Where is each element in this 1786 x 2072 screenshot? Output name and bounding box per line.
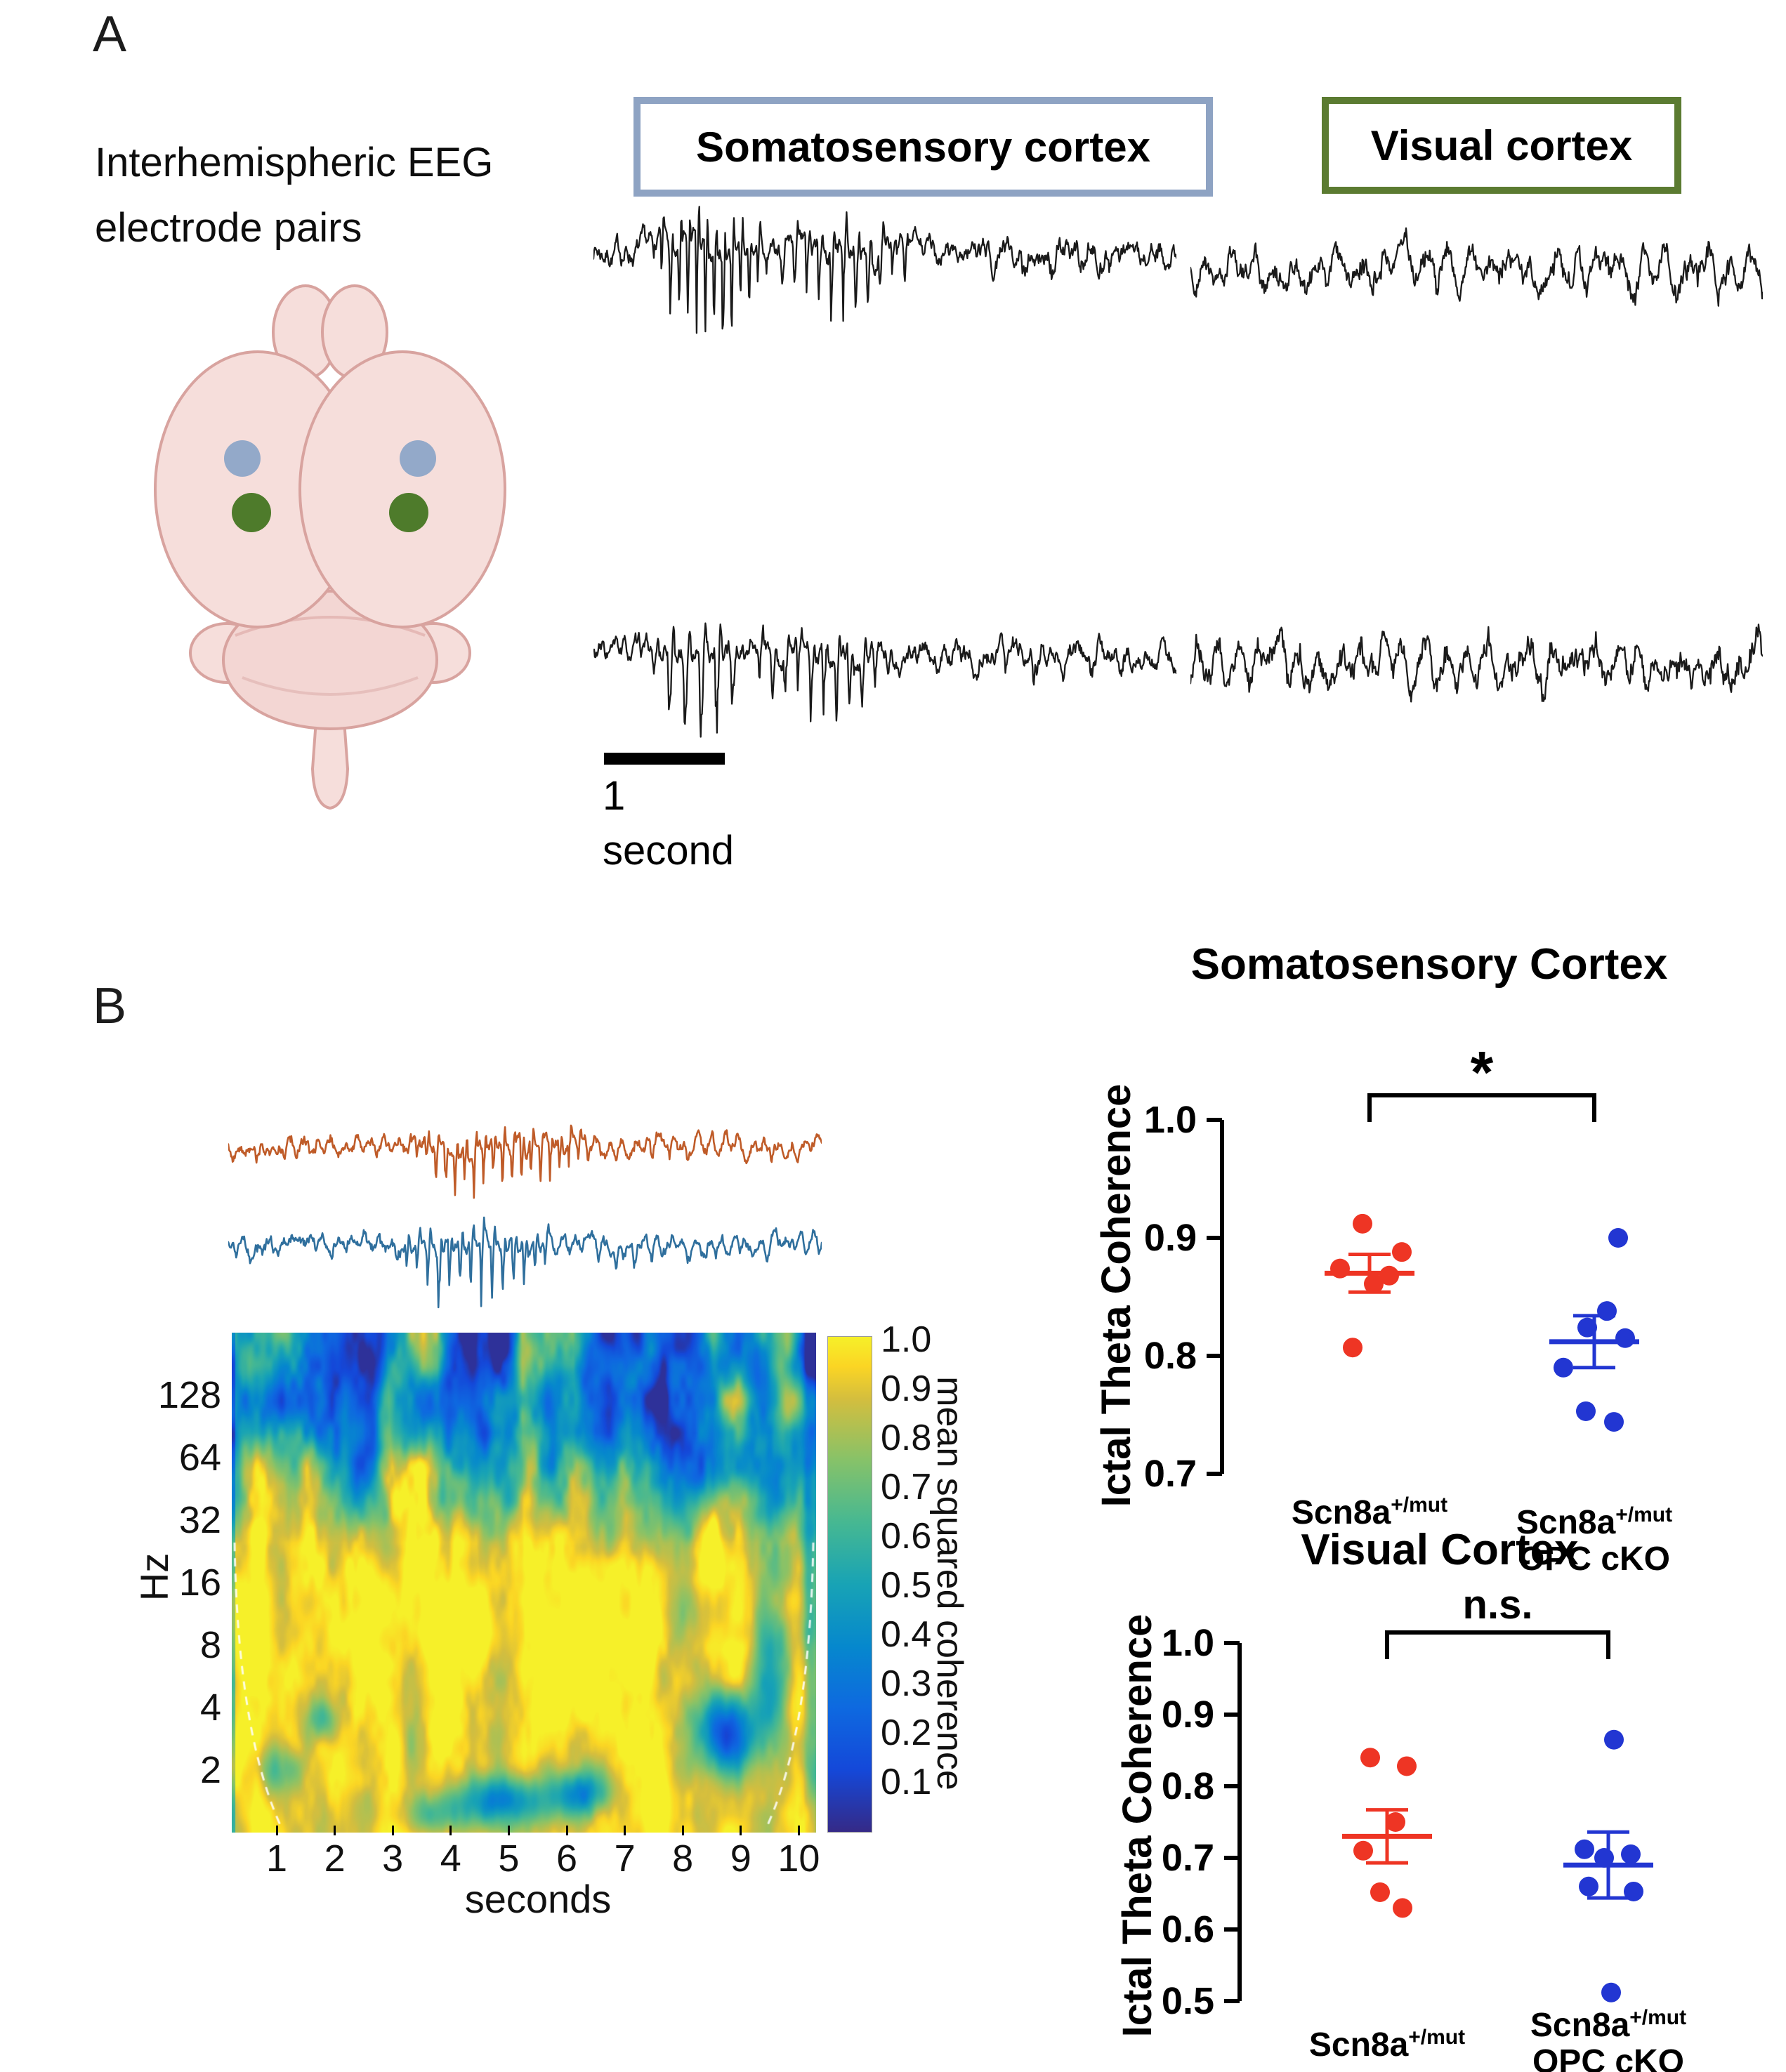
- seconds-tick-label: 1: [265, 1837, 288, 1880]
- eeg-trace-somatosensory-top: [593, 206, 1176, 334]
- seconds-tick-label: 2: [324, 1837, 346, 1880]
- colorbar-tick-label: 1.0: [881, 1319, 932, 1360]
- eeg-trace-coherence-blue: [228, 1216, 822, 1309]
- svg-text:0.5: 0.5: [1162, 1980, 1214, 2022]
- time-scalebar: [604, 753, 725, 765]
- svg-text:*: *: [1471, 1039, 1494, 1105]
- svg-text:0.9: 0.9: [1144, 1217, 1197, 1259]
- coherence-heatmap: [232, 1333, 816, 1833]
- seconds-tick-label: 10: [777, 1837, 820, 1880]
- seconds-tick-mark: [449, 1826, 452, 1835]
- heatmap-x-axis-label: seconds: [464, 1877, 612, 1921]
- interhemispheric-caption: Interhemispheric EEG electrode pairs: [95, 140, 494, 251]
- brain-illustration: [154, 284, 506, 810]
- seconds-tick-mark: [275, 1826, 278, 1835]
- svg-text:0.8: 0.8: [1162, 1765, 1214, 1807]
- hz-tick-label: 2: [199, 1749, 221, 1791]
- seconds-tick-mark: [624, 1826, 626, 1835]
- svg-text:0.9: 0.9: [1162, 1694, 1214, 1736]
- svg-text:0.7: 0.7: [1162, 1837, 1214, 1879]
- seconds-tick-label: 9: [730, 1837, 751, 1880]
- eeg-trace-visual-top: [1190, 227, 1763, 307]
- seconds-tick-label: 5: [498, 1837, 520, 1880]
- seconds-tick-label: 6: [556, 1837, 578, 1880]
- hz-tick-label: 8: [199, 1624, 221, 1666]
- colorbar-tick-label: 0.8: [881, 1418, 932, 1458]
- colorbar-tick-label: 0.6: [881, 1516, 932, 1557]
- svg-text:1.0: 1.0: [1144, 1099, 1197, 1141]
- seconds-tick-mark: [797, 1826, 800, 1835]
- panel-b-label: B: [93, 978, 127, 1034]
- colorbar: [827, 1336, 872, 1833]
- colorbar-tick-label: 0.2: [881, 1713, 932, 1753]
- hz-tick-label: 4: [199, 1687, 221, 1729]
- hemisphere-right: [298, 350, 506, 628]
- seconds-tick-label: 4: [440, 1837, 461, 1880]
- seconds-tick-mark: [334, 1826, 336, 1835]
- somatosensory-cortex-box: Somatosensory cortex: [633, 97, 1213, 197]
- scalebar-value: 1: [603, 773, 626, 819]
- colorbar-tick-label: 0.7: [881, 1467, 932, 1507]
- electrode-visual-left: [232, 493, 271, 532]
- seconds-tick-mark: [740, 1826, 742, 1835]
- visual-plot-title: Visual Cortex: [1301, 1526, 1579, 1574]
- colorbar-tick-label: 0.3: [881, 1663, 932, 1704]
- svg-text:1.0: 1.0: [1162, 1622, 1214, 1664]
- eeg-trace-visual-bottom: [1190, 623, 1763, 703]
- colorbar-tick-label: 0.9: [881, 1368, 932, 1409]
- colorbar-tick-label: 0.5: [881, 1565, 932, 1606]
- svg-text:0.8: 0.8: [1144, 1335, 1197, 1377]
- seconds-tick-label: 7: [614, 1837, 636, 1880]
- seconds-tick-mark: [681, 1826, 684, 1835]
- somatosensory-coherence-plot: 1.0 0.9 0.8 0.7 *: [1144, 1039, 1639, 1495]
- seconds-tick-label: 3: [382, 1837, 404, 1880]
- visual-coherence-plot: 1.0 0.9 0.8 0.7 0.6 0.5 n.s.: [1162, 1582, 1653, 2022]
- somatosensory-plot-title: Somatosensory Cortex: [1190, 940, 1668, 989]
- somatosensory-group-label-control: Scn8a+/mut: [1291, 1493, 1448, 1531]
- svg-text:0.6: 0.6: [1162, 1908, 1214, 1951]
- hz-tick-label: 32: [178, 1499, 221, 1541]
- electrode-visual-right: [389, 493, 428, 532]
- scalebar-unit: second: [603, 828, 735, 873]
- electrode-somatosensory-right: [400, 440, 436, 477]
- seconds-tick-mark: [507, 1826, 510, 1835]
- cerebellum-fold-2: [242, 676, 419, 696]
- colorbar-tick-label: 0.1: [881, 1762, 932, 1802]
- seconds-tick-mark: [565, 1826, 568, 1835]
- electrode-somatosensory-left: [224, 440, 261, 477]
- seconds-tick-mark: [391, 1826, 394, 1835]
- visual-cortex-box-label: Visual cortex: [1370, 121, 1633, 169]
- panel-a-label: A: [93, 6, 127, 62]
- svg-text:n.s.: n.s.: [1463, 1582, 1533, 1628]
- somatosensory-cortex-box-label: Somatosensory cortex: [696, 123, 1150, 171]
- svg-text:0.7: 0.7: [1144, 1453, 1197, 1495]
- visual-group-label-control: Scn8a+/mut: [1308, 2026, 1466, 2064]
- colorbar-tick-label: 0.4: [881, 1614, 932, 1655]
- hz-tick-label: 16: [178, 1562, 221, 1604]
- hz-tick-label: 128: [157, 1374, 221, 1416]
- seconds-tick-label: 8: [672, 1837, 694, 1880]
- hz-tick-label: 64: [178, 1437, 221, 1479]
- eeg-trace-somatosensory-bottom: [593, 622, 1176, 738]
- eeg-trace-coherence-orange: [228, 1124, 822, 1199]
- visual-cortex-box: Visual cortex: [1322, 97, 1681, 194]
